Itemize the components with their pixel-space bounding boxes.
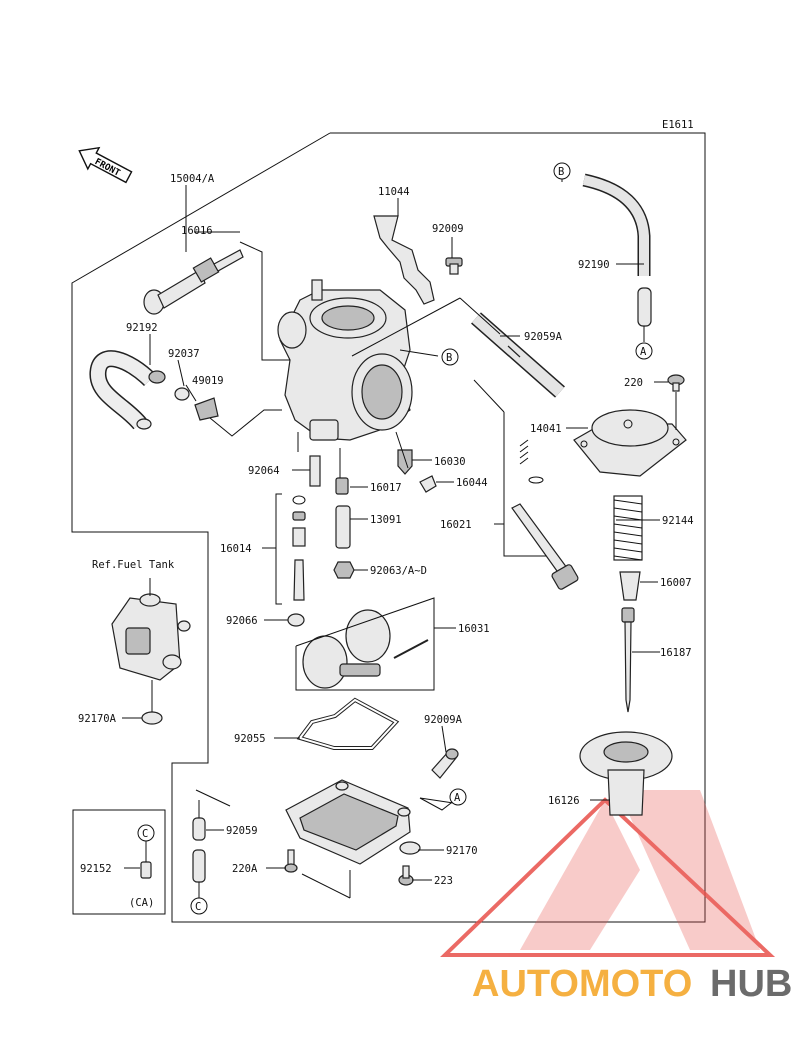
float-valve-drawing bbox=[397, 449, 413, 475]
watermark-logo bbox=[440, 790, 776, 957]
label-92190: 92190 bbox=[578, 259, 610, 271]
starter-plunger-drawing bbox=[511, 439, 579, 590]
label-49019: 49019 bbox=[192, 375, 224, 387]
jet-92063-drawing bbox=[333, 561, 355, 579]
svg-text:B: B bbox=[558, 166, 564, 178]
clip-drawing bbox=[174, 387, 190, 401]
screw-92009-drawing bbox=[445, 257, 463, 275]
gasket-drawing bbox=[296, 697, 400, 750]
svg-text:A: A bbox=[454, 792, 461, 804]
label-11044: 11044 bbox=[378, 186, 410, 198]
label-16021: 16021 bbox=[440, 519, 472, 531]
part-labels: 15004/A 16016 92192 92037 49019 11044 92… bbox=[78, 173, 694, 887]
svg-text:C: C bbox=[195, 901, 201, 913]
filter-drawing bbox=[194, 397, 219, 421]
callout-a-top: A bbox=[635, 342, 653, 360]
label-92009A: 92009A bbox=[424, 714, 463, 726]
mixture-screw-drawing bbox=[292, 495, 306, 601]
svg-text:B: B bbox=[446, 352, 452, 364]
label-16016: 16016 bbox=[181, 225, 213, 237]
hose-drawing bbox=[89, 350, 166, 430]
label-16031: 16031 bbox=[458, 623, 490, 635]
label-92037: 92037 bbox=[168, 348, 200, 360]
needle-drawing bbox=[621, 607, 635, 713]
screw-223-drawing bbox=[398, 865, 414, 886]
leader-lines bbox=[122, 176, 677, 899]
label-92170A: 92170A bbox=[78, 713, 117, 725]
jet-92064-drawing bbox=[309, 455, 321, 487]
label-16017: 16017 bbox=[370, 482, 402, 494]
label-15004A: 15004/A bbox=[170, 173, 215, 185]
label-92066: 92066 bbox=[226, 615, 258, 627]
top-cover-drawing bbox=[573, 409, 687, 477]
svg-text:A: A bbox=[640, 346, 647, 358]
front-arrow: FRONT bbox=[78, 146, 133, 184]
label-220A: 220A bbox=[232, 863, 258, 875]
drain-screw-drawing bbox=[431, 748, 459, 779]
ref-note: Ref.Fuel Tank bbox=[92, 559, 175, 571]
float-drawing bbox=[302, 609, 429, 689]
float-bowl-drawing bbox=[285, 779, 411, 865]
assembly-frame bbox=[71, 132, 706, 923]
callout-b-carb: B bbox=[441, 348, 459, 366]
carburetor-body-drawing bbox=[277, 279, 413, 441]
label-14041: 14041 bbox=[530, 423, 562, 435]
spring-92144-drawing bbox=[613, 495, 643, 561]
ca-note: (CA) bbox=[129, 897, 154, 909]
label-92059A: 92059A bbox=[524, 331, 563, 343]
fuel-cock-drawing bbox=[111, 593, 191, 725]
svg-text:C: C bbox=[142, 828, 148, 840]
label-92064: 92064 bbox=[248, 465, 280, 477]
label-92192: 92192 bbox=[126, 322, 158, 334]
jet-13091-drawing bbox=[335, 505, 351, 549]
bracket-drawing bbox=[373, 215, 435, 305]
label-92059: 92059 bbox=[226, 825, 258, 837]
callout-c-tube: C bbox=[190, 897, 208, 915]
screw-220-drawing bbox=[667, 374, 685, 392]
label-16126: 16126 bbox=[548, 795, 580, 807]
part-92152-drawing bbox=[140, 861, 152, 879]
label-92055: 92055 bbox=[234, 733, 266, 745]
label-16187: 16187 bbox=[660, 647, 692, 659]
callout-c-box: C bbox=[137, 824, 155, 842]
label-92009: 92009 bbox=[432, 223, 464, 235]
label-92063: 92063/A~D bbox=[370, 565, 427, 577]
label-16030: 16030 bbox=[434, 456, 466, 468]
label-92152: 92152 bbox=[80, 863, 112, 875]
label-16007: 16007 bbox=[660, 577, 692, 589]
watermark-text-1: AUTOMOTO bbox=[472, 963, 692, 1005]
label-92170: 92170 bbox=[446, 845, 478, 857]
clip-16044-drawing bbox=[419, 475, 437, 493]
label-223: 223 bbox=[434, 875, 453, 887]
label-16044: 16044 bbox=[456, 477, 488, 489]
label-92144: 92144 bbox=[662, 515, 694, 527]
diagram-id: E1611 bbox=[662, 119, 694, 131]
screw-220A-drawing bbox=[284, 849, 298, 873]
tube-92059-drawing bbox=[192, 817, 206, 841]
callout-b-top: B bbox=[553, 162, 571, 180]
ca-box bbox=[72, 809, 166, 915]
label-13091: 13091 bbox=[370, 514, 402, 526]
holder-drawing bbox=[619, 571, 641, 601]
callout-a-bowl: A bbox=[449, 788, 467, 806]
label-16014: 16014 bbox=[220, 543, 252, 555]
diaphragm-drawing bbox=[579, 731, 673, 816]
jet-16017-drawing bbox=[335, 477, 349, 495]
choke-plunger-drawing bbox=[143, 249, 244, 315]
clamp-92170-drawing bbox=[399, 841, 421, 855]
cap-92066-drawing bbox=[287, 613, 305, 627]
label-220: 220 bbox=[624, 377, 643, 389]
watermark-text-2: HUB bbox=[710, 963, 792, 1005]
